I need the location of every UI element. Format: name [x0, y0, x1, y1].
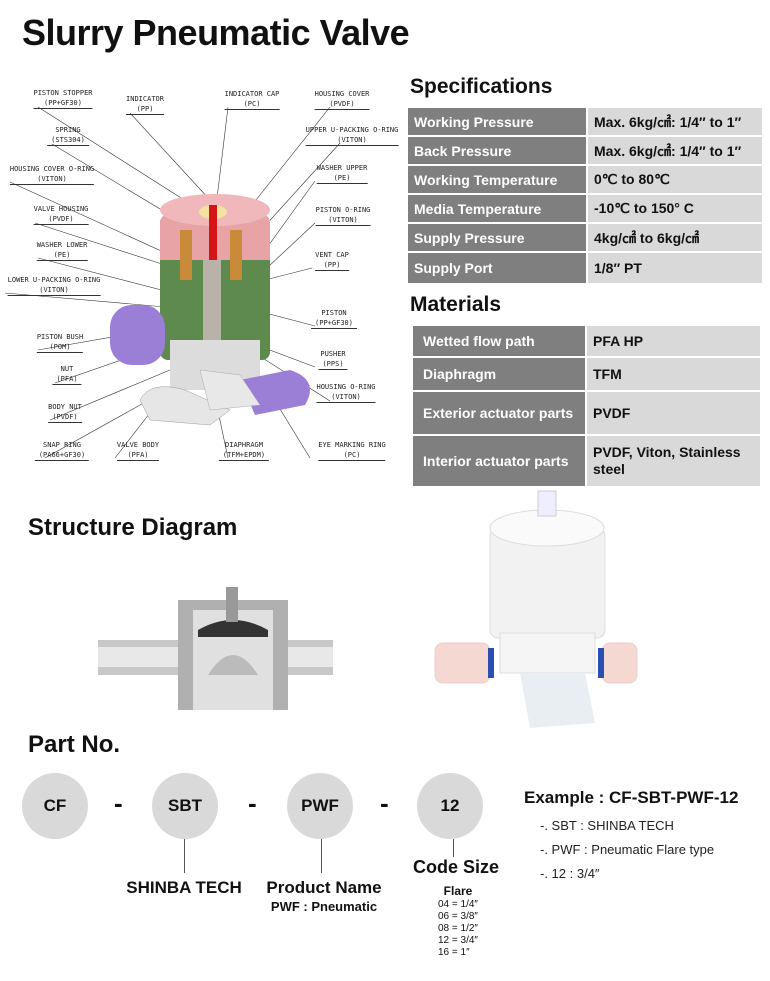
flare-list: 04 = 1/4″ 06 = 3/8″ 08 = 1/2″ 12 = 3/4″ … — [438, 899, 478, 959]
label-eye-marking-ring: EYE MARKING RING(PC) — [318, 441, 386, 461]
example-item: -. PWF : Pneumatic Flare type — [540, 842, 715, 857]
product-name-sub: PWF : Pneumatic — [270, 899, 378, 914]
label-valve-housing: VALVE HOUSING(PVDF) — [33, 205, 89, 225]
label-piston-oring: PISTON O-RING(VITON) — [315, 206, 371, 226]
connector-line — [184, 839, 185, 873]
product-name-caption: Product Name — [266, 878, 382, 897]
cutaway-diagram — [4, 106, 341, 459]
flare-item: 08 = 1/2″ — [438, 923, 478, 934]
spec-row: Media Temperature-10℃ to 150° C — [408, 195, 762, 222]
code-size: 12 — [417, 773, 483, 839]
flare-item: 04 = 1/4″ — [438, 899, 478, 910]
label-indicator: INDICATOR(PP) — [126, 95, 164, 115]
label-housing-cover-oring: HOUSING COVER O-RING(VITON) — [9, 165, 95, 185]
label-lower-upacking: LOWER U-PACKING O-RING(VITON) — [7, 276, 101, 296]
page-title: Slurry Pneumatic Valve — [22, 12, 410, 53]
flare-heading: Flare — [443, 884, 473, 898]
label-indicator-cap: INDICATOR CAP(PC) — [224, 90, 280, 110]
example-title: Example : CF-SBT-PWF-12 — [524, 788, 739, 807]
label-piston: PISTON(PP+GF30) — [311, 308, 357, 329]
connector-line — [453, 839, 454, 857]
code-pwf: PWF — [287, 773, 353, 839]
label-pusher: PUSHER(PPS) — [318, 350, 348, 370]
label-housing-cover: HOUSING COVER(PVDF) — [314, 90, 370, 110]
label-nut: NUT(PFA) — [52, 364, 82, 385]
label-diaphragm: DIAPHRAGM(TFM+EPDM) — [218, 440, 270, 461]
separator: - — [248, 788, 257, 818]
label-washer-lower: WASHER LOWER(PE) — [36, 241, 88, 261]
label-spring: SPRING(STS304) — [47, 125, 89, 146]
separator: - — [114, 788, 123, 818]
structure-diagram-heading: Structure Diagram — [28, 514, 238, 541]
example-item: -. 12 : 3/4″ — [540, 866, 600, 881]
code-cf: CF — [22, 773, 88, 839]
materials-heading: Materials — [410, 293, 502, 316]
label-body-nut: BODY NUT(PVDF) — [48, 403, 82, 423]
flare-item: 16 = 1″ — [438, 947, 470, 958]
label-piston-bush: PISTON BUSH(POM) — [36, 333, 84, 353]
label-upper-upacking: UPPER U-PACKING O-RING(VITON) — [305, 126, 399, 146]
label-housing-oring: HOUSING O-RING(VITON) — [316, 383, 376, 403]
code-size-caption: Code Size — [412, 857, 500, 877]
connector-line — [321, 839, 322, 873]
label-valve-body: VALVE BODY(PFA) — [116, 441, 160, 461]
part-no-heading: Part No. — [28, 731, 121, 758]
flare-item: 12 = 3/4″ — [438, 935, 478, 946]
specifications-heading: Specifications — [410, 75, 553, 98]
label-snap-ring: SNAP RING(PA66+GF30) — [34, 440, 90, 461]
separator: - — [380, 788, 389, 818]
label-piston-stopper: PISTON STOPPER(PP+GF30) — [33, 89, 93, 109]
label-washer-upper: WASHER UPPER(PE) — [316, 164, 368, 184]
sbt-caption: SHINBA TECH — [126, 878, 242, 897]
flare-item: 06 = 3/8″ — [438, 911, 478, 922]
label-vent-cap: VENT CAP(PP) — [315, 251, 349, 271]
example-item: -. SBT : SHINBA TECH — [540, 818, 674, 833]
product-photo — [434, 490, 638, 728]
cross-section-image — [98, 587, 333, 710]
code-sbt: SBT — [152, 773, 218, 839]
